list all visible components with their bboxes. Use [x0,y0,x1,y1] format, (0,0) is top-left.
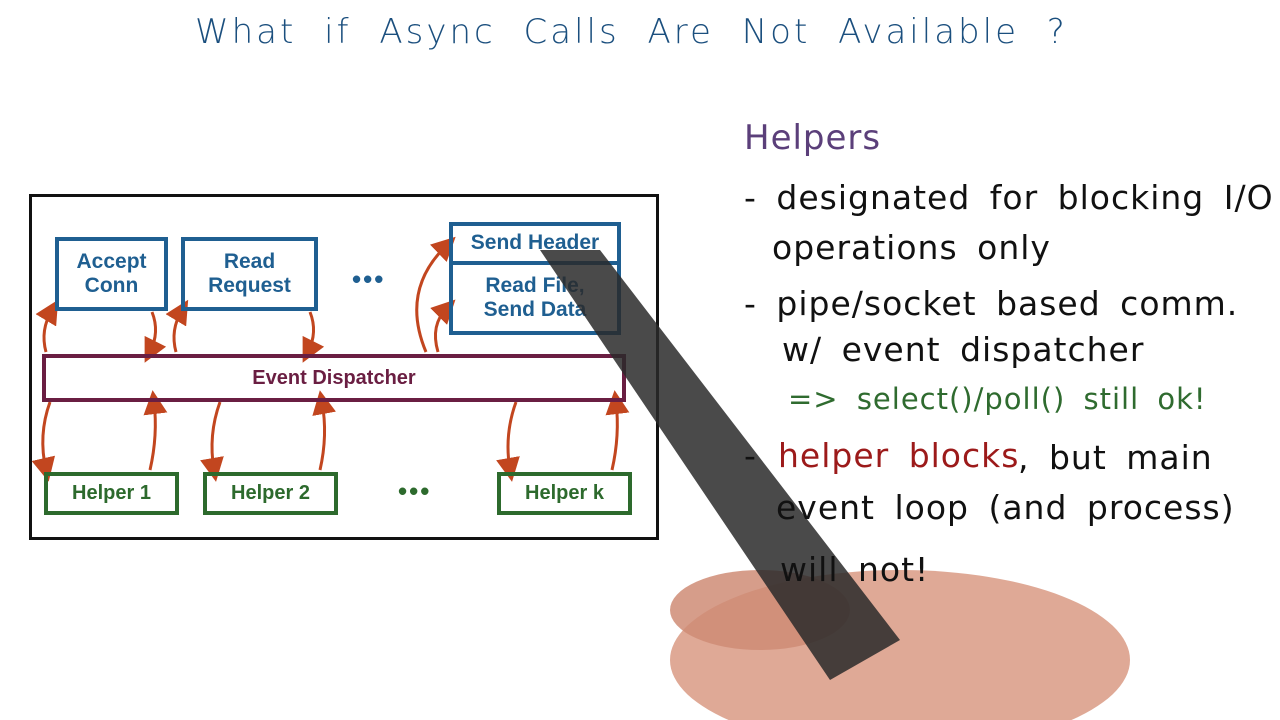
arrow [144,311,167,363]
arrow [605,390,630,471]
read-request-box: Read Request [181,237,318,311]
note-line-green: => select()/poll() still ok! [788,382,1207,416]
arrow [31,401,56,482]
arrow [496,401,520,482]
arrow [143,390,168,471]
arrow [312,390,336,471]
accept-conn-box: Accept Conn [55,237,168,311]
note-line: event loop (and process) [776,488,1235,527]
arrow [415,236,456,353]
note-line: w/ event dispatcher [782,330,1145,369]
helpers-ellipsis: ••• [398,476,432,506]
note-dash: - [744,436,757,475]
slide-title: What if Async Calls Are Not Available ? [195,12,1068,52]
arrow [200,401,224,482]
note-line: - designated for blocking I/O [744,178,1274,217]
note-line: will not! [780,550,930,589]
helper-2-box: Helper 2 [203,472,338,515]
arrow [302,311,325,363]
event-dispatcher-box: Event Dispatcher [42,354,626,402]
note-line: operations only [772,228,1051,267]
helper-k-box: Helper k [497,472,632,515]
note-line: - pipe/socket based comm. [744,284,1239,323]
pen-icon [540,250,900,680]
note-line-red: helper blocks [778,436,1020,475]
note-line: , but main [1018,438,1213,477]
helper-1-box: Helper 1 [44,472,179,515]
arrow [35,299,59,353]
top-ellipsis: ••• [352,264,386,294]
notes-heading: Helpers [744,118,882,158]
arrow [165,299,189,353]
arrow [430,299,456,353]
